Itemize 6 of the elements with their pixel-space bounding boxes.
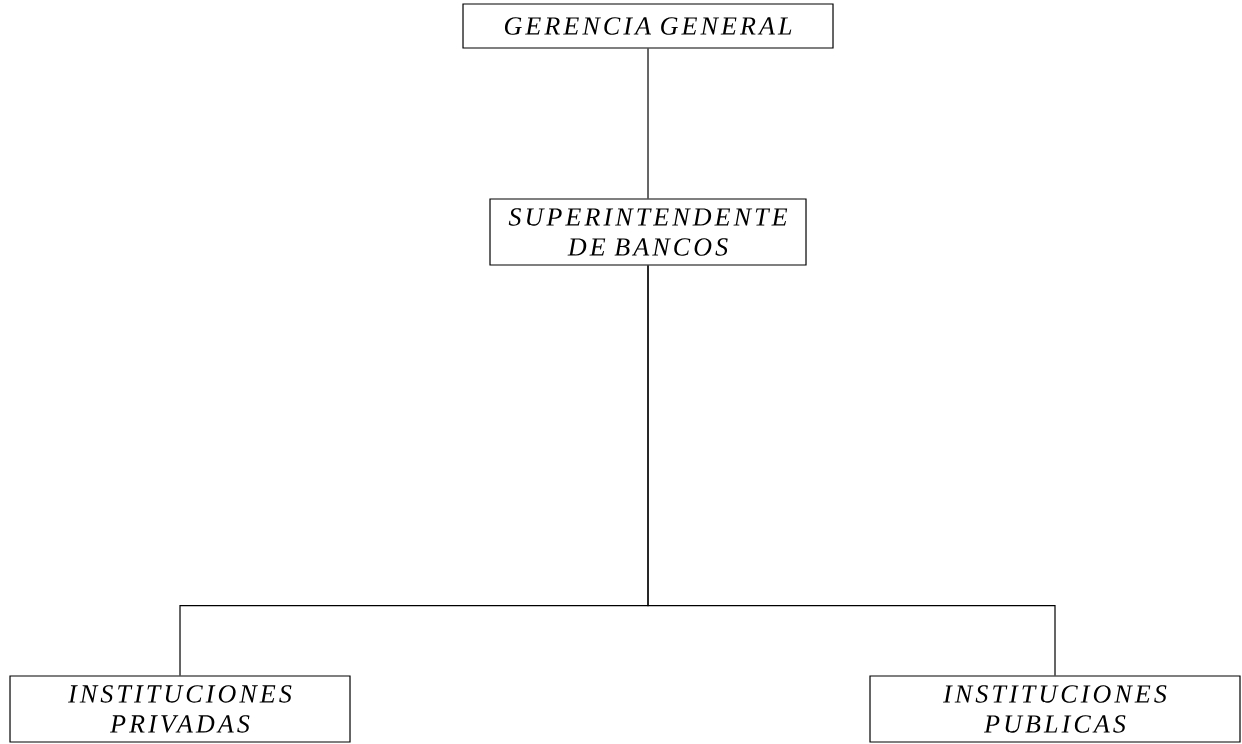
org-box: SUPERINTENDENTE DE BANCOS bbox=[489, 198, 807, 266]
org-box: INSTITUCIONES PUBLICAS bbox=[869, 675, 1241, 743]
org-box: GERENCIA GENERAL bbox=[462, 3, 834, 49]
connector-line bbox=[647, 265, 1056, 676]
connector-line bbox=[647, 48, 649, 199]
org-box: INSTITUCIONES PRIVADAS bbox=[9, 675, 351, 743]
